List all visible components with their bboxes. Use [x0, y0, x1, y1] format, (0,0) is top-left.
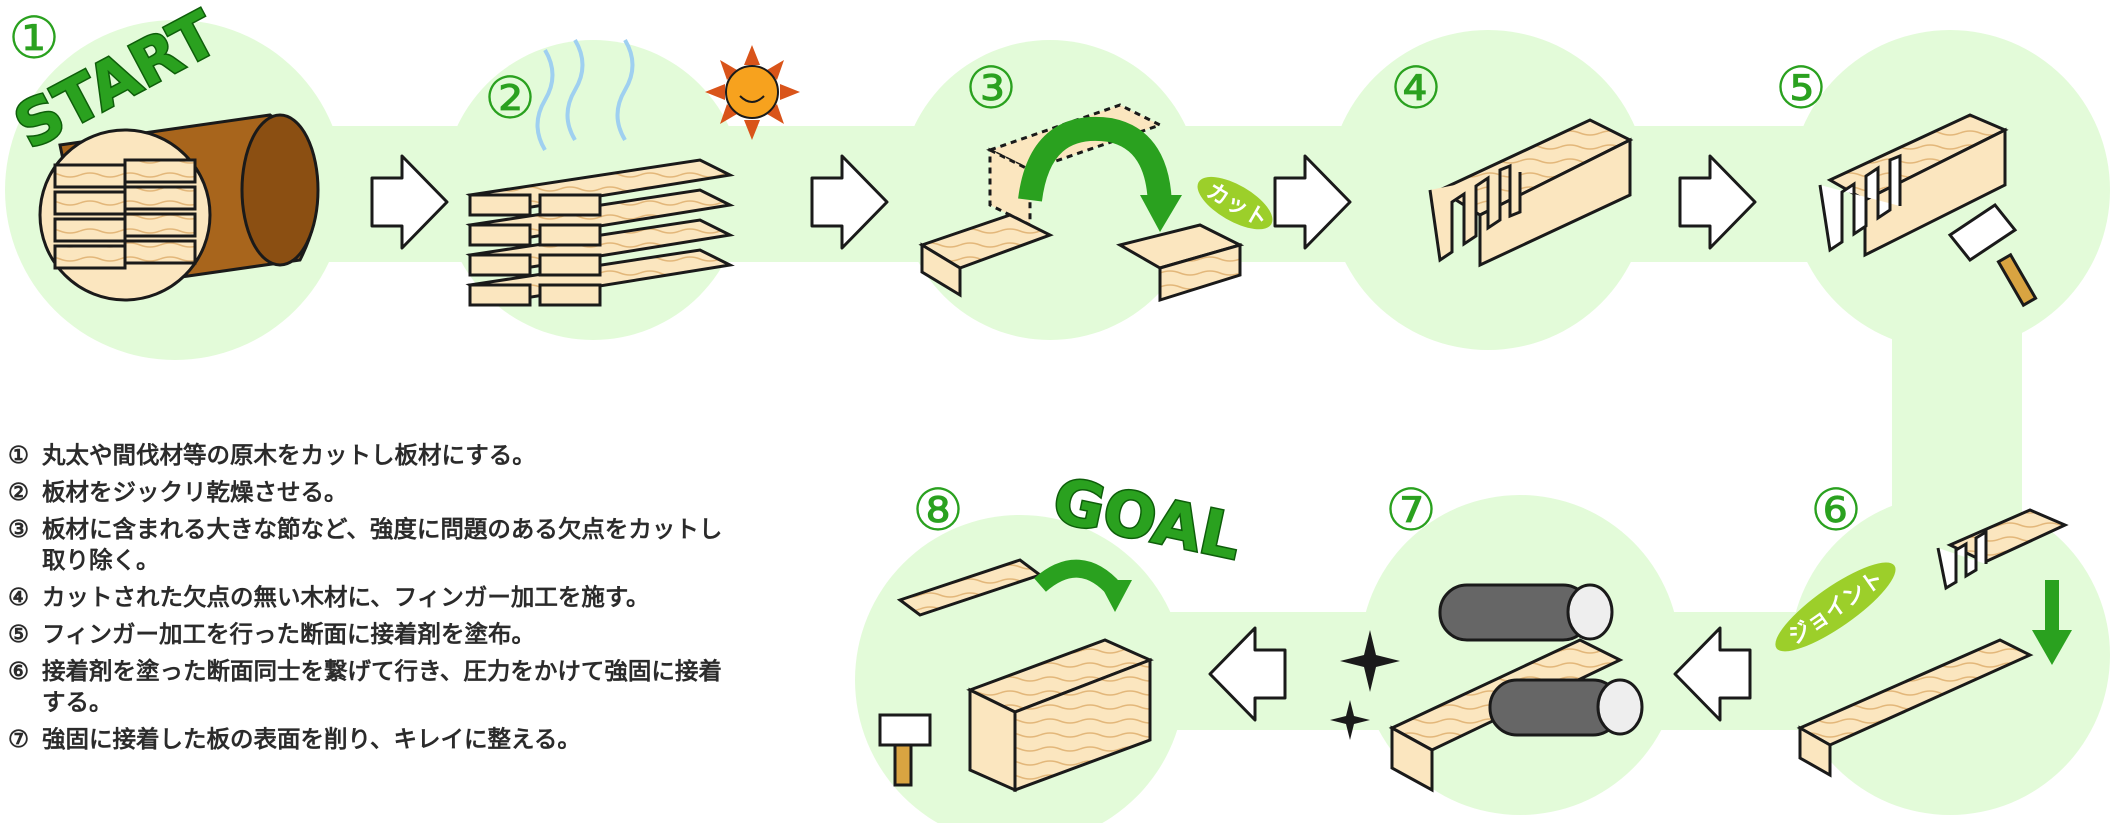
legend-number: ③	[8, 515, 30, 543]
step-numbers: ① ② ③ ④ ⑤ ⑥ ⑦ ⑧	[8, 4, 1862, 544]
legend-text: 板材に含まれる大きな節など、強度に問題のある欠点をカットし取り除く。	[42, 515, 723, 574]
sparkle-icon	[1330, 630, 1400, 740]
legend-item: ③ 板材に含まれる大きな節など、強度に問題のある欠点をカットし取り除く。	[8, 514, 728, 576]
legend-item: ⑥ 接着剤を塗った断面同士を繋げて行き、圧力をかけて強固に接着する。	[8, 656, 728, 718]
legend-item: ⑤ フィンガー加工を行った断面に接着剤を塗布。	[8, 619, 728, 650]
step-number-4: ④	[1390, 54, 1442, 122]
curved-arrow-icon	[1018, 116, 1182, 232]
down-arrow-icon	[2032, 580, 2072, 665]
sun-icon	[705, 45, 800, 140]
legend-number: ⑥	[8, 657, 30, 685]
legend-item: ⑦ 強固に接着した板の表面を削り、キレイに整える。	[8, 724, 728, 755]
legend-text: カットされた欠点の無い木材に、フィンガー加工を施す。	[42, 583, 650, 611]
brush-icon	[878, 713, 932, 787]
step-number-7: ⑦	[1385, 476, 1437, 544]
flow-arrows	[370, 154, 1757, 722]
drying-stack-illustration	[465, 158, 735, 307]
legend-text: 強固に接着した板の表面を削り、キレイに整える。	[42, 725, 581, 753]
legend-number: ⑦	[8, 725, 30, 753]
arrow-left-icon	[1208, 626, 1287, 722]
arrow-right-icon	[810, 154, 889, 250]
legend-text: 接着剤を塗った断面同士を繋げて行き、圧力をかけて強固に接着する。	[42, 657, 722, 716]
arrow-right-icon	[370, 154, 449, 250]
step-number-1: ①	[8, 4, 60, 72]
legend-text: 丸太や間伐材等の原木をカットし板材にする。	[42, 441, 536, 469]
legend-item: ① 丸太や間伐材等の原木をカットし板材にする。	[8, 440, 728, 471]
laminated-block-illustration	[896, 558, 1154, 793]
brush-icon	[1947, 202, 2038, 308]
step-number-5: ⑤	[1775, 54, 1827, 122]
step-number-8: ⑧	[912, 476, 964, 544]
legend-number: ①	[8, 441, 30, 469]
step-number-3: ③	[965, 54, 1017, 122]
legend-number: ⑤	[8, 620, 30, 648]
step-number-2: ②	[484, 64, 536, 132]
log-illustration	[38, 113, 320, 302]
step-number-6: ⑥	[1810, 476, 1862, 544]
legend-item: ② 板材をジックリ乾燥させる。	[8, 477, 728, 508]
arrow-right-icon	[1273, 154, 1352, 250]
legend-text: 板材をジックリ乾燥させる。	[42, 478, 348, 506]
legend-item: ④ カットされた欠点の無い木材に、フィンガー加工を施す。	[8, 582, 728, 613]
finger-joint-illustration	[1428, 118, 1634, 268]
planer-illustration	[1388, 583, 1644, 793]
legend-number: ②	[8, 478, 30, 506]
legend-text: フィンガー加工を行った断面に接着剤を塗布。	[42, 620, 536, 648]
curved-arrow-icon	[1034, 559, 1132, 612]
joining-illustration	[1796, 508, 2069, 778]
steam-icon	[535, 38, 635, 152]
legend-number: ④	[8, 583, 30, 611]
arrow-right-icon	[1678, 154, 1757, 250]
glue-block-illustration	[1818, 113, 2009, 258]
arrow-left-icon	[1673, 626, 1752, 722]
